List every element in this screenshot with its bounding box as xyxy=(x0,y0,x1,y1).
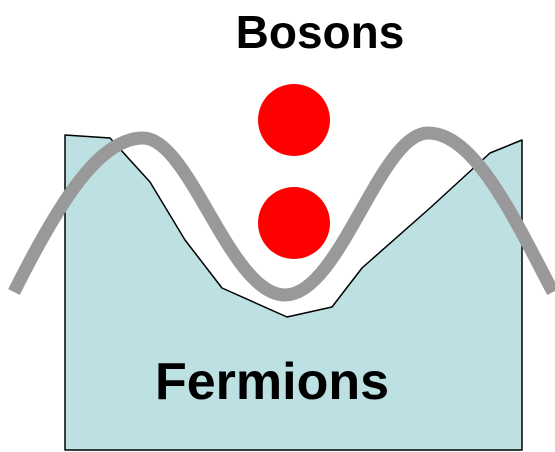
fermions-label: Fermions xyxy=(155,353,389,411)
bosons-label: Bosons xyxy=(236,6,405,58)
boson-particle-top xyxy=(258,84,330,156)
boson-particle-bottom xyxy=(258,187,330,259)
